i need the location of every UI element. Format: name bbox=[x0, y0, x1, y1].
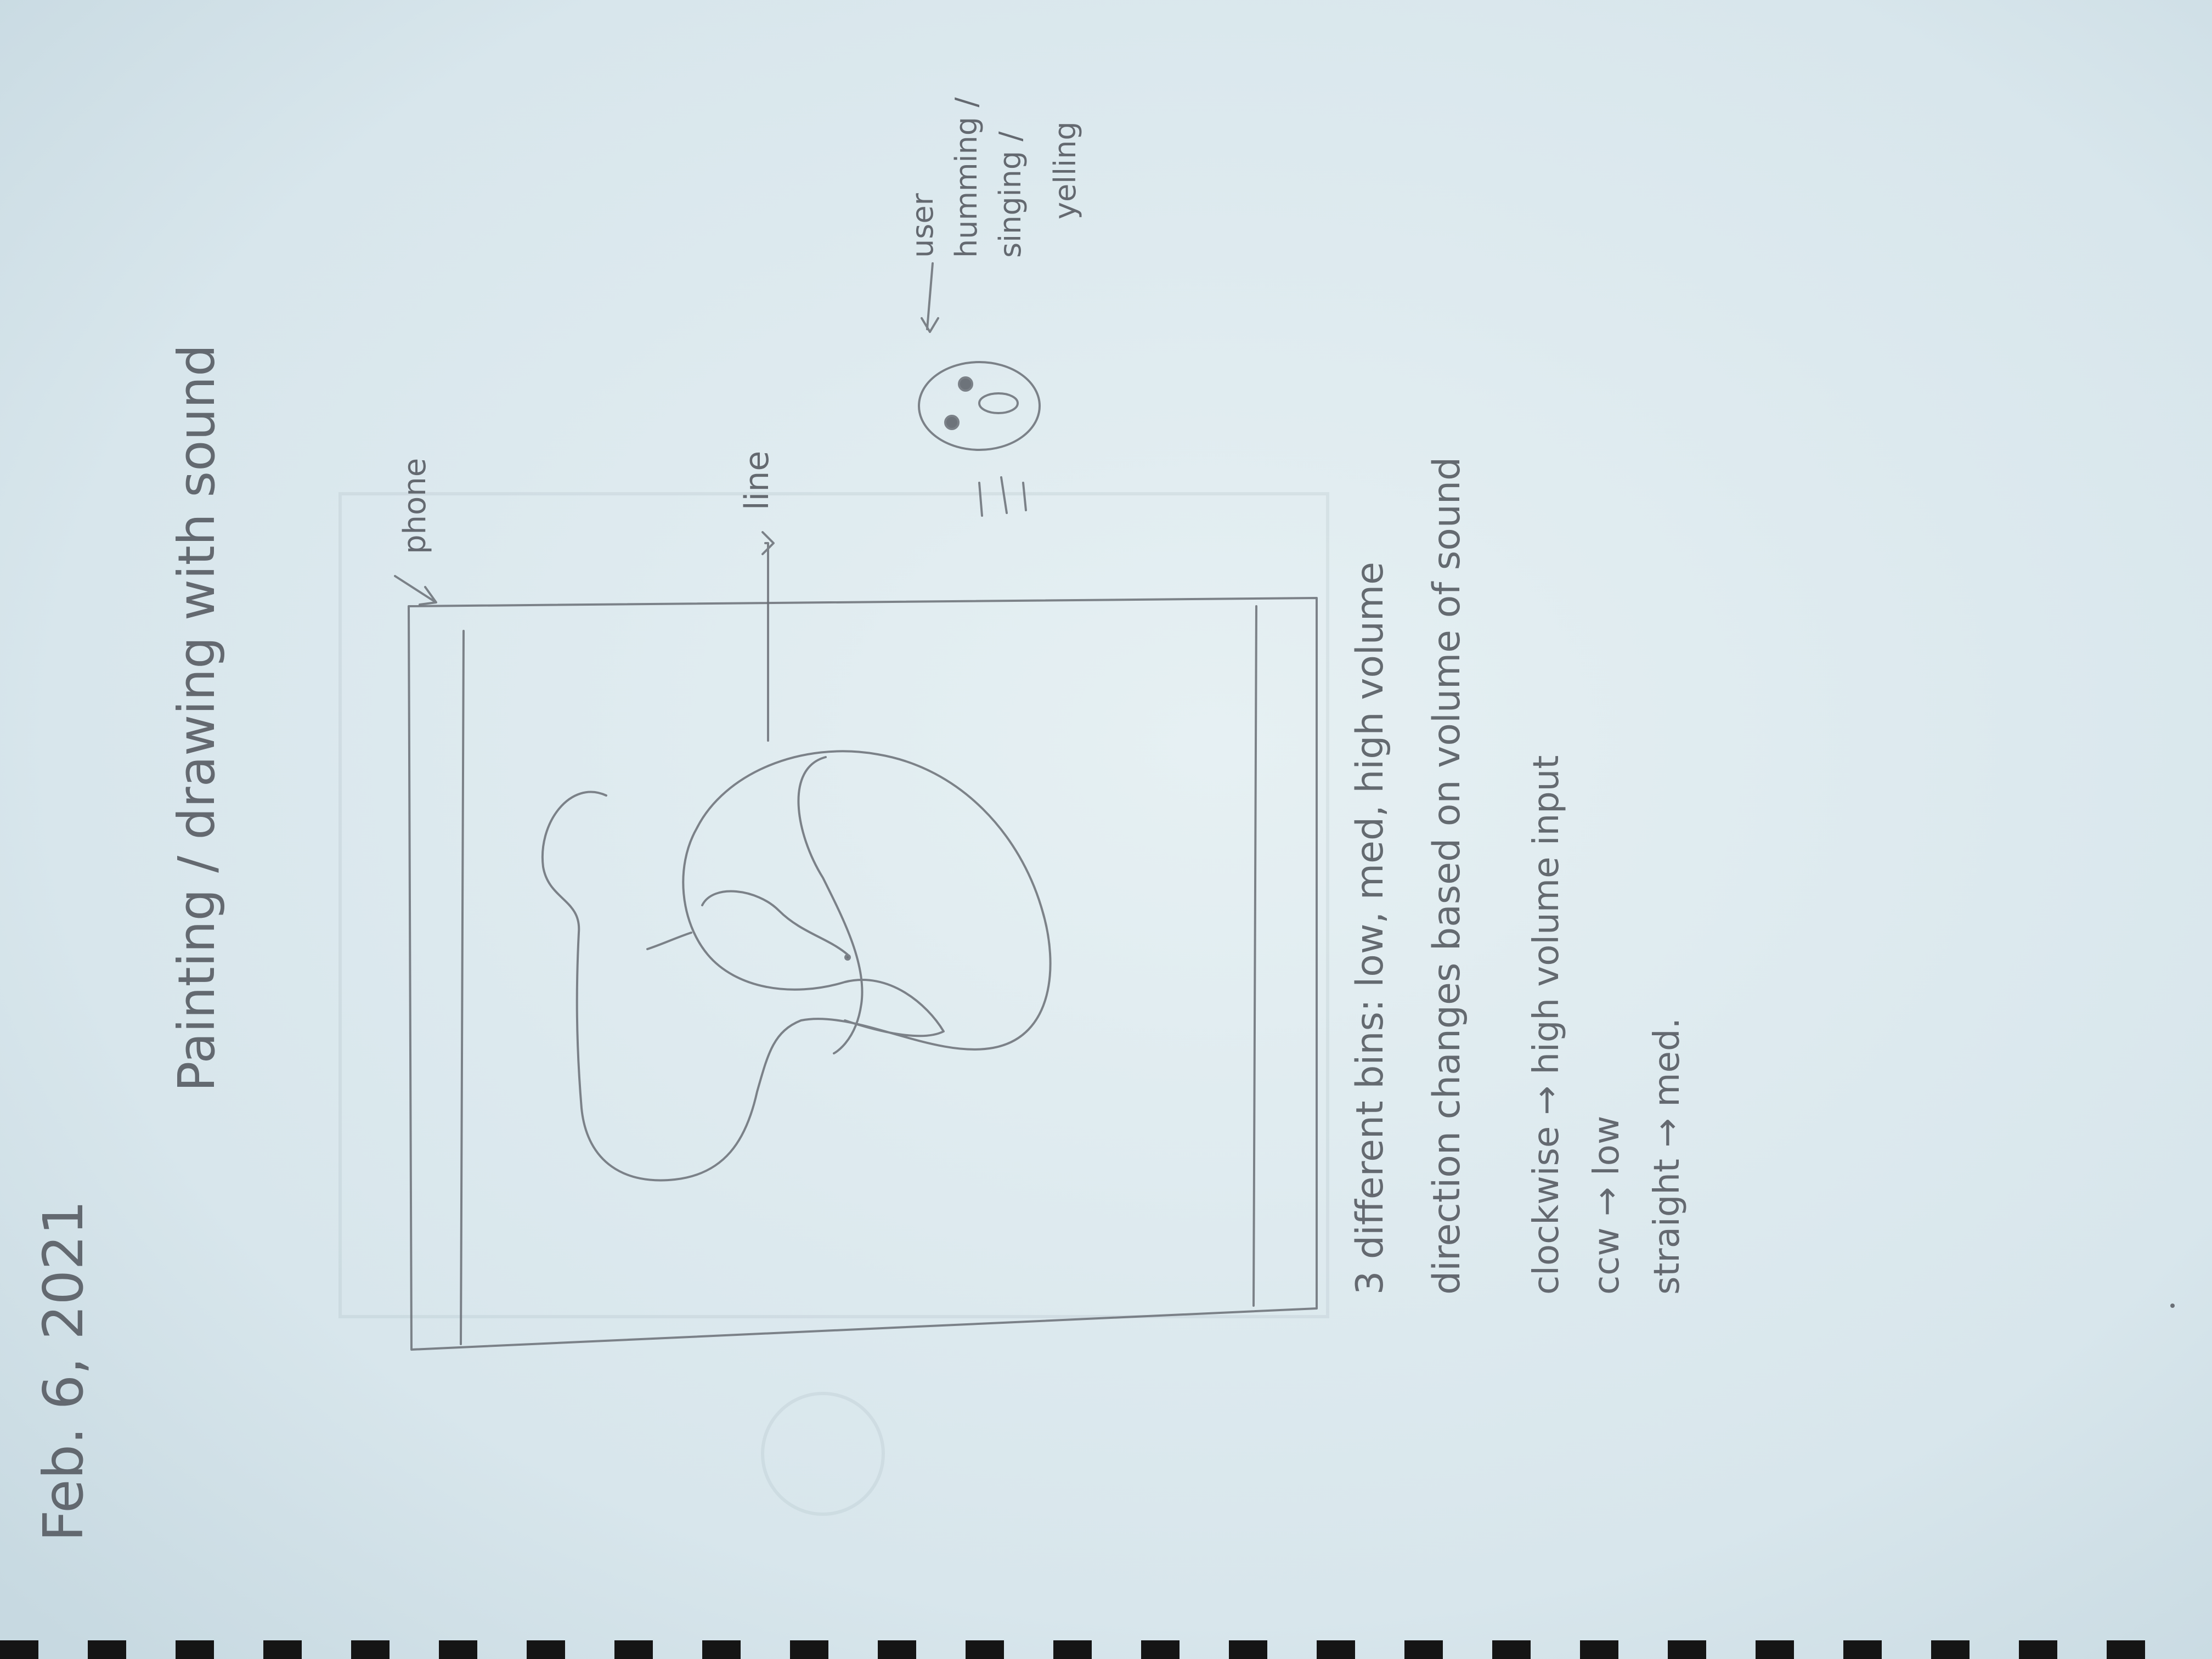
user-action-humming: humming / bbox=[949, 97, 984, 258]
user-face-icon bbox=[918, 361, 1041, 517]
spiral-binding bbox=[0, 1640, 2145, 1659]
user-label-arrow bbox=[921, 262, 939, 333]
note-line-straight: straight → med. bbox=[1647, 1018, 1688, 1295]
user-action-yelling: yelling bbox=[1048, 121, 1082, 219]
phone-label: phone bbox=[397, 458, 433, 554]
line-label: line bbox=[738, 451, 776, 510]
note-line-ccw: ccw → low bbox=[1587, 1116, 1627, 1295]
phone-sketch bbox=[408, 597, 1318, 1351]
note-line-bins: 3 different bins: low, med, high volume bbox=[1348, 562, 1392, 1295]
stray-dot bbox=[2170, 1304, 2175, 1308]
sound-line-drawing bbox=[541, 750, 1052, 1182]
phone-label-arrow bbox=[394, 575, 437, 606]
note-line-clockwise: clockwise → high volume input bbox=[1526, 755, 1567, 1295]
user-label: user bbox=[905, 193, 940, 258]
note-line-direction: direction changes based on volume of sou… bbox=[1425, 457, 1469, 1295]
page-title: Painting / drawing with sound bbox=[167, 345, 226, 1092]
user-action-singing: singing / bbox=[993, 131, 1028, 258]
bleed-through-marks bbox=[338, 492, 1329, 1516]
line-label-arrow bbox=[761, 531, 775, 742]
date-text: Feb. 6, 2021 bbox=[31, 1200, 95, 1542]
